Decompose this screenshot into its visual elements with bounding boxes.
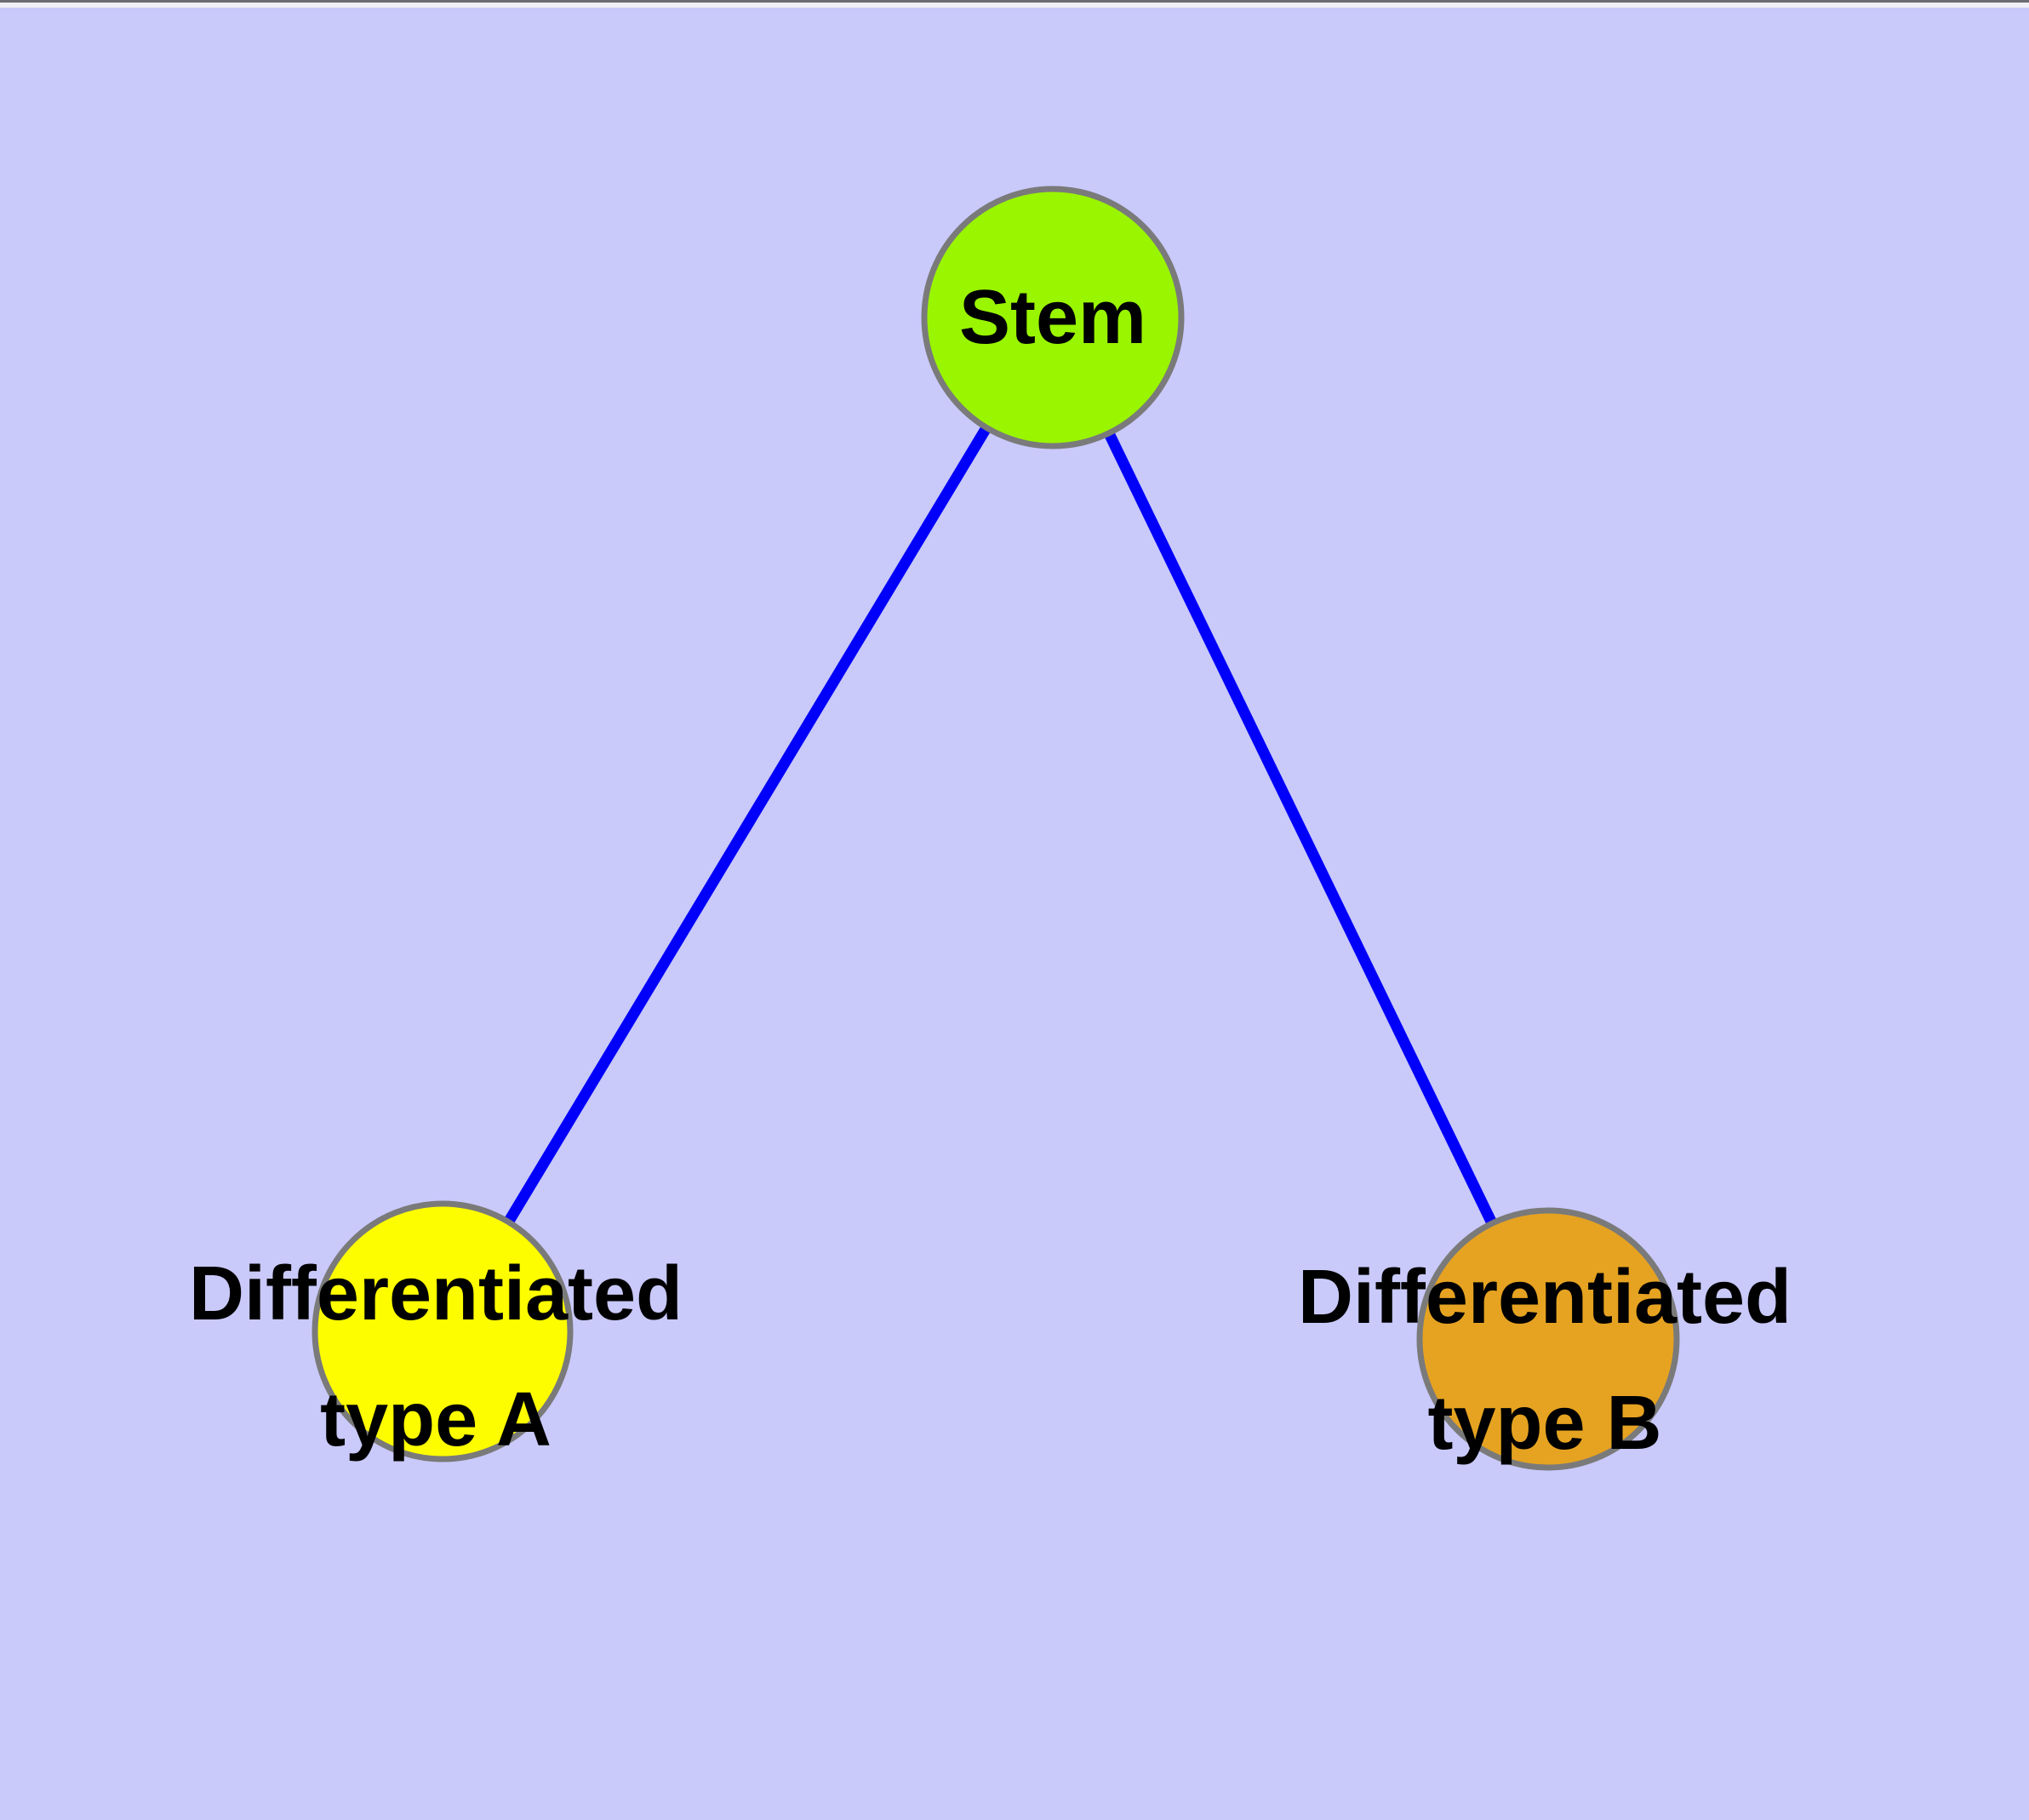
node-stem-label: Stem <box>959 275 1146 360</box>
top-edge-light-strip <box>0 3 2029 8</box>
node-type-b-label-line2: type B <box>1427 1381 1661 1466</box>
node-type-a-label-line1: Differentiated <box>189 1251 683 1336</box>
node-type-a <box>311 1200 574 1462</box>
node-stem <box>921 186 1185 449</box>
node-type-b-label-line1: Differentiated <box>1298 1255 1792 1340</box>
edge-stem-to-type-a <box>437 314 1058 1335</box>
edge-stem-to-type-b <box>1048 315 1553 1342</box>
node-type-b <box>1416 1207 1680 1471</box>
top-edge-dark-line <box>0 0 2029 3</box>
node-type-a-label-line2: type A <box>320 1377 552 1462</box>
